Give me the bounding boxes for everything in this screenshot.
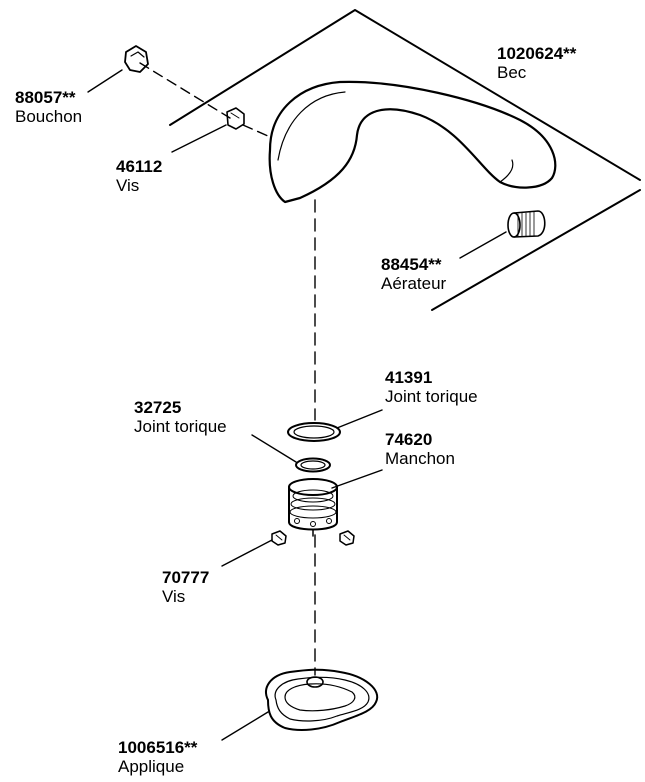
aerator-part <box>507 210 546 238</box>
part-number: 1020624** <box>497 44 577 63</box>
label-bouchon: 88057** Bouchon <box>15 88 82 126</box>
set-screw-left-part <box>271 530 287 546</box>
part-name: Joint torique <box>385 387 478 406</box>
part-number: 41391 <box>385 368 433 387</box>
part-number: 46112 <box>116 157 163 176</box>
part-number: 32725 <box>134 398 182 417</box>
screw-top-part <box>226 107 245 130</box>
assembly-line-screw <box>242 124 269 137</box>
cap-part <box>124 45 149 73</box>
label-applique: 1006516** Applique <box>118 738 197 776</box>
counter-plate-outline <box>169 9 641 181</box>
counter-plate-front-edge <box>431 189 641 311</box>
label-joint-41391: 41391 Joint torique <box>385 368 478 406</box>
leader-bouchon <box>87 69 123 93</box>
leader-aerateur <box>459 231 507 259</box>
part-name: Vis <box>116 176 140 195</box>
label-vis-bottom: 70777 Vis <box>162 568 209 606</box>
part-number: 74620 <box>385 430 433 449</box>
part-number: 1006516** <box>118 738 198 757</box>
assembly-line-cap <box>139 62 231 119</box>
part-number: 88057** <box>15 88 76 107</box>
leader-vis-bottom <box>221 539 273 567</box>
part-number: 88454** <box>381 255 442 274</box>
part-name: Aérateur <box>381 274 447 293</box>
part-name: Applique <box>118 757 185 776</box>
label-manchon: 74620 Manchon <box>385 430 455 468</box>
label-aerateur: 88454** Aérateur <box>381 255 446 293</box>
leader-applique <box>221 711 269 741</box>
o-ring-small-part <box>295 457 331 473</box>
label-vis-top: 46112 Vis <box>116 157 162 195</box>
set-screw-right-part <box>339 530 355 546</box>
label-joint-32725: 32725 Joint torique <box>134 398 227 436</box>
sleeve-part <box>288 478 338 537</box>
part-name: Bouchon <box>15 107 83 126</box>
o-ring-large-part <box>287 422 341 442</box>
part-name: Joint torique <box>134 417 227 436</box>
leader-joint-32725 <box>251 434 297 463</box>
spout-part <box>268 80 557 204</box>
leader-joint-41391 <box>336 409 383 429</box>
part-name: Vis <box>162 587 186 606</box>
part-name: Bec <box>497 63 527 82</box>
part-number: 70777 <box>162 568 210 587</box>
leader-manchon <box>331 469 383 489</box>
part-name: Manchon <box>385 449 455 468</box>
escutcheon-part <box>265 668 379 731</box>
leader-vis-top <box>171 124 227 153</box>
label-bec: 1020624** Bec <box>497 44 576 82</box>
